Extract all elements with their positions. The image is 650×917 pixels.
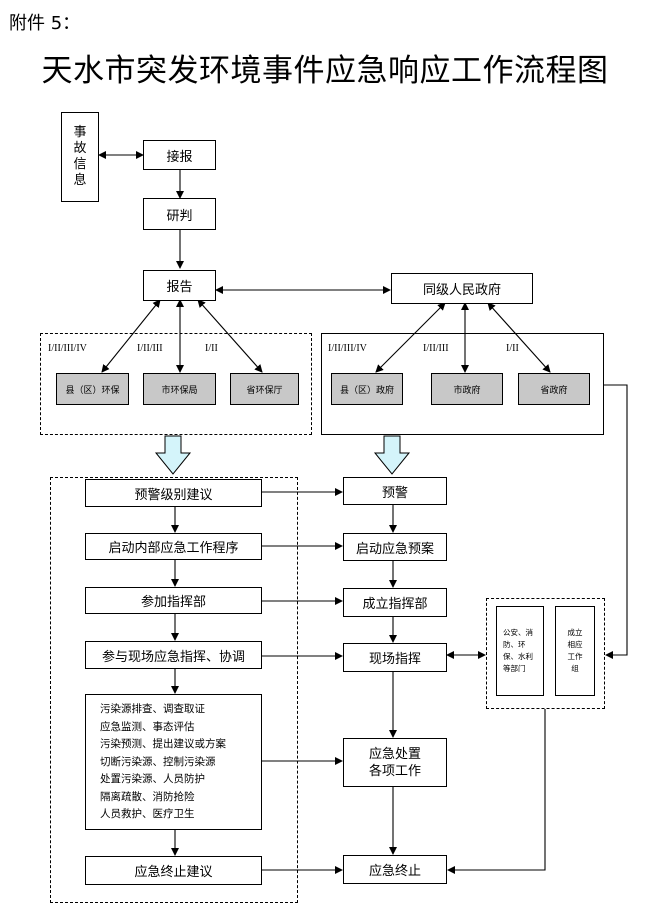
province-gov-box: 省政府 [518,373,590,405]
agencies-line: 防、环 [503,640,526,649]
end-suggestion-box: 应急终止建议 [85,856,262,885]
start-plan-box: 启动应急预案 [343,533,447,561]
government-box: 同级人民政府 [391,273,533,304]
working-group-line: 组 [571,664,579,673]
task-item: 处置污染源、人员防护 [100,773,205,785]
study-judge-box: 研判 [143,198,216,230]
city-env-bureau-box: 市环保局 [143,373,216,405]
city-gov-box: 市政府 [431,373,503,405]
warning-box: 预警 [343,477,447,505]
accident-info-box: 事 故 信 息 [61,112,99,202]
working-group-line: 相应 [567,640,583,649]
level-label: I/II [506,343,519,354]
working-group-line: 成立 [567,628,583,637]
response-work-line: 各项工作 [368,763,421,779]
field-command-box: 现场指挥 [343,643,447,672]
start-internal-procedure-box: 启动内部应急工作程序 [85,533,262,560]
working-group-line: 工作 [567,652,583,661]
end-box: 应急终止 [343,855,447,884]
level-label: I/II [205,343,218,354]
accident-info-char: 息 [73,173,87,188]
province-env-dept-box: 省环保厅 [230,373,299,405]
county-gov-box: 县（区）政府 [331,373,403,405]
attachment-label: 附件 5： [9,13,81,34]
task-item: 应急监测、事态评估 [100,720,195,733]
response-work-line: 应急处置 [368,746,421,762]
level-label: I/II/III [137,343,163,354]
receive-report-box: 接报 [143,140,216,170]
task-item: 污染预测、提出建议或方案 [100,738,226,750]
response-work-box: 应急处置 各项工作 [343,738,447,787]
county-env-box: 县（区）环保 [56,373,129,405]
level-label: I/II/III/IV [328,343,367,354]
level-label: I/II/III [423,343,449,354]
join-command-box: 参加指挥部 [85,587,262,614]
departments-frame [486,598,605,709]
agencies-line: 等部门 [503,664,526,673]
field-participation-box: 参与现场应急指挥、协调 [85,641,262,669]
task-item: 人员救护、医疗卫生 [100,808,195,820]
tasks-box: 污染源排查、调查取证 应急监测、事态评估 污染预测、提出建议或方案 切断污染源、… [85,694,262,830]
accident-info-char: 故 [73,141,87,156]
agencies-box: 公安、消 防、环 保、水利 等部门 [496,606,544,696]
task-item: 隔离疏散、消防抢险 [100,790,195,803]
task-item: 污染源排查、调查取证 [100,703,205,715]
left-group-frame [40,333,312,435]
level-label: I/II/III/IV [48,343,87,354]
left-column-frame [50,477,298,903]
right-group-frame [321,333,604,435]
accident-info-char: 事 [73,125,87,140]
report-box: 报告 [143,270,216,301]
task-item: 切断污染源、控制污染源 [100,755,216,768]
accident-info-char: 信 [73,157,87,172]
agencies-line: 保、水利 [503,652,533,661]
working-group-box: 成立 相应 工作 组 [555,606,595,696]
set-up-command-box: 成立指挥部 [343,588,447,617]
warning-suggestion-box: 预警级别建议 [85,479,262,507]
agencies-line: 公安、消 [503,628,533,637]
page-title: 天水市突发环境事件应急响应工作流程图 [41,53,609,89]
